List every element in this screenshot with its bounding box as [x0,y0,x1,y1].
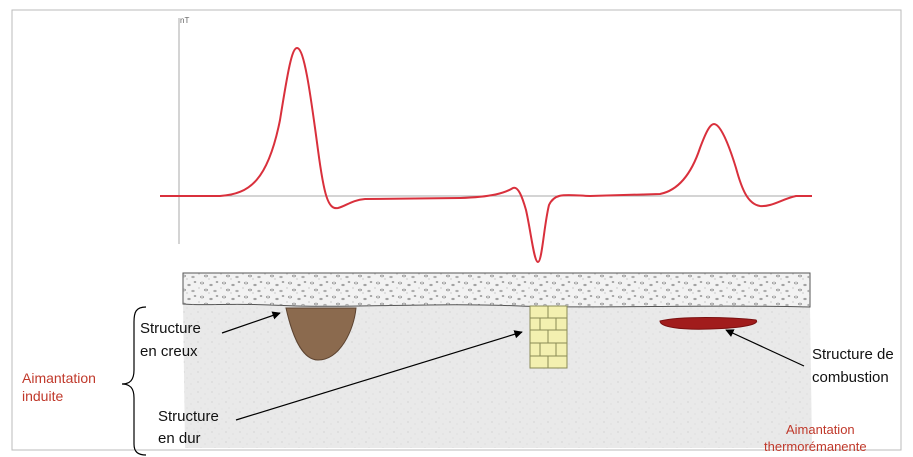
surface-gravel-texture [183,273,810,307]
hard-structure-label-line2: en dur [158,430,201,447]
axis-unit-label: nT [180,16,189,25]
hollow-structure-label-line2: en creux [140,343,198,360]
hard-structure-shape [530,306,567,368]
thermoremanent-magnetization-label-line1: Aimantation [786,422,855,437]
combustion-structure-label-line2: combustion [812,369,889,386]
thermoremanent-magnetization-label-line2: thermorémanente [764,439,867,454]
induced-magnetization-label-line1: Aimantation [22,370,96,386]
magnetic-anomaly-curve [160,48,812,262]
hollow-structure-label-line1: Structure [140,320,201,337]
combustion-structure-label-line1: Structure de [812,346,894,363]
hard-structure-label-line1: Structure [158,408,219,425]
induced-magnetization-label-line2: induite [22,388,63,404]
